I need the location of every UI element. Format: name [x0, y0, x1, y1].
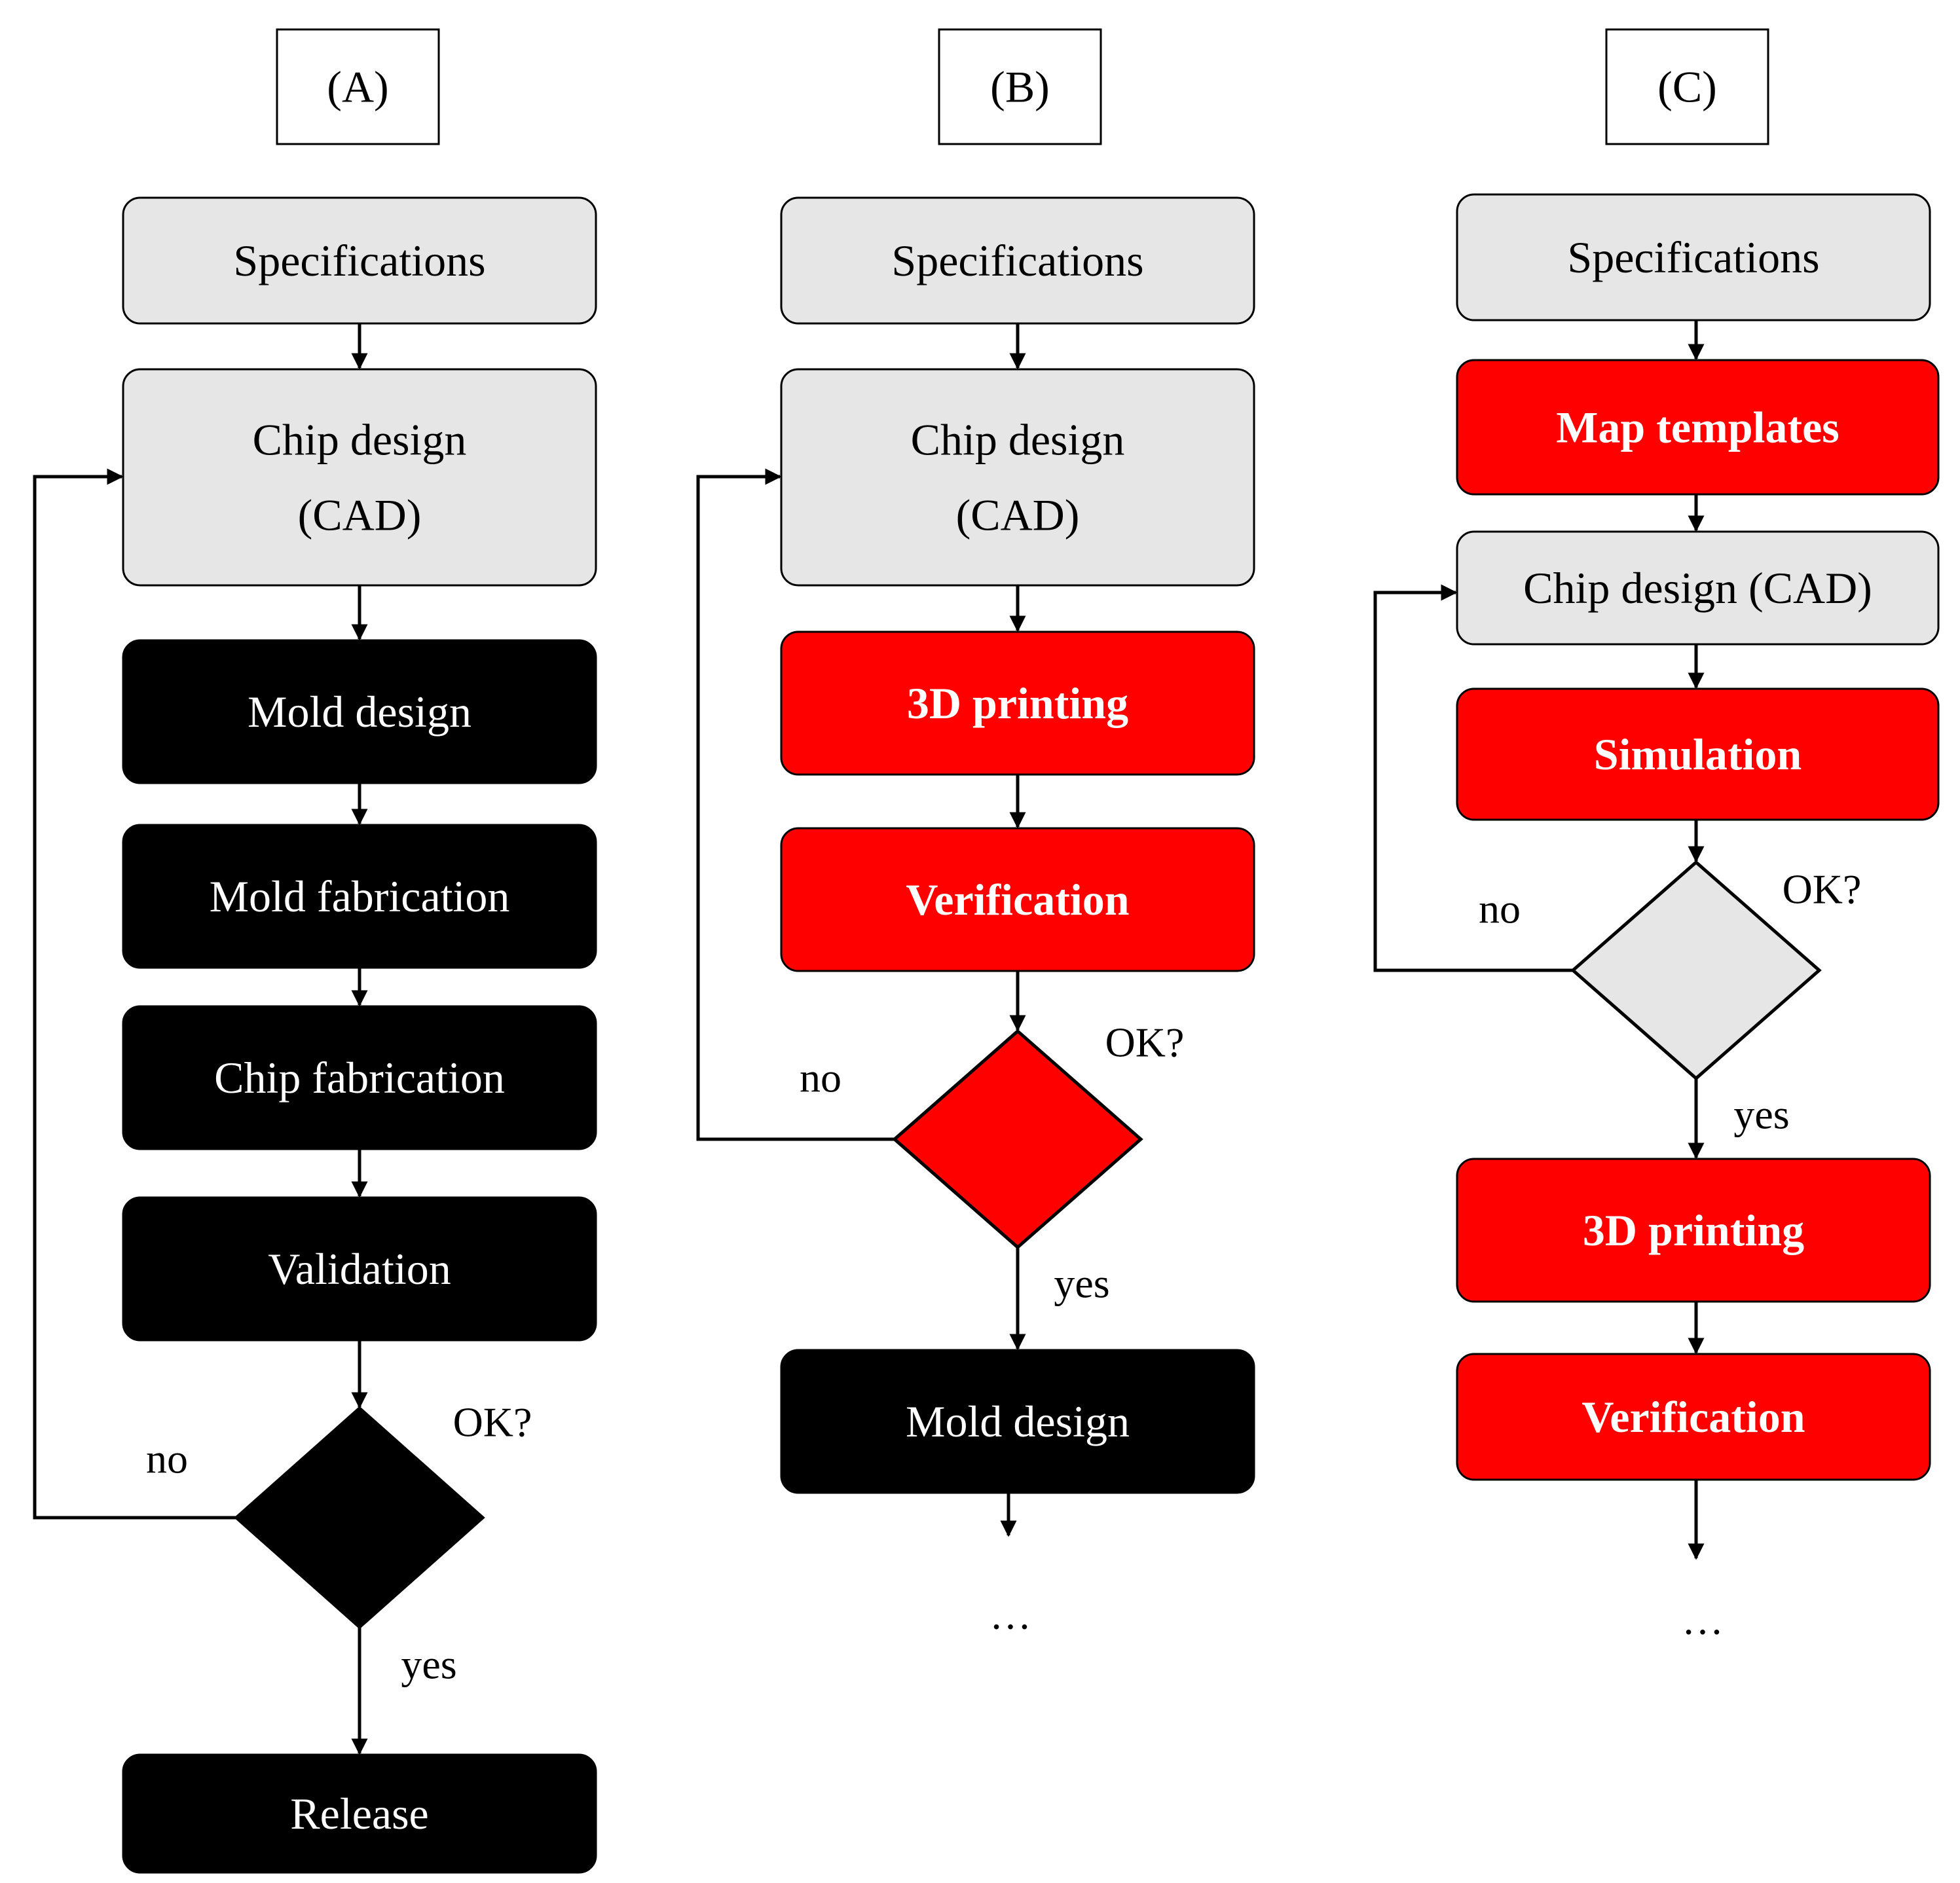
process-box-mold-design [780, 1349, 1255, 1494]
decision-no-label: no [800, 1055, 841, 1101]
process-box-cad [122, 368, 597, 587]
process-label-sim: Simulation [1594, 729, 1802, 779]
process-box-verify [1456, 1353, 1931, 1481]
process-label-mold-design: Mold design [248, 687, 472, 737]
process-box-spec [1456, 193, 1931, 321]
process-label-verify: Verification [1581, 1392, 1805, 1442]
decision-no-label: no [1479, 886, 1521, 932]
process-box-map [1456, 359, 1940, 496]
decision-diamond [234, 1406, 485, 1630]
panel-label-box [1605, 28, 1769, 145]
process-label-cad: (CAD) [956, 490, 1080, 540]
process-label-chip-fab: Chip fabrication [214, 1053, 505, 1103]
panel-label-box [938, 28, 1102, 145]
process-box-validation [122, 1196, 597, 1342]
process-label-cad: Chip design [253, 415, 467, 465]
decision-diamond [892, 1029, 1143, 1250]
process-box-spec [122, 196, 597, 325]
process-box-mold-fab [122, 824, 597, 969]
process-label-release: Release [290, 1789, 428, 1838]
decision-question: OK? [453, 1399, 532, 1446]
process-label-mold-fab: Mold fabrication [210, 871, 510, 921]
decision-question: OK? [1105, 1019, 1185, 1066]
process-box-spec [780, 196, 1255, 325]
process-box-print [1456, 1158, 1931, 1303]
panel-label: (C) [1657, 62, 1717, 112]
process-box-cad [1456, 530, 1940, 646]
process-box-verify [780, 827, 1255, 972]
process-label-cad: Chip design [911, 415, 1125, 465]
process-box-chip-fab [122, 1005, 597, 1150]
continuation-ellipsis: … [1682, 1597, 1724, 1643]
panel-label: (B) [990, 62, 1050, 112]
process-label-validation: Validation [268, 1244, 451, 1294]
process-box-sim [1456, 687, 1940, 821]
decision-yes-label: yes [1054, 1260, 1109, 1307]
process-label-verify: Verification [906, 875, 1129, 924]
feedback-arrow-no [33, 468, 236, 1520]
panel-label-box [276, 28, 440, 145]
process-label-spec: Specifications [891, 236, 1143, 285]
process-box-release [122, 1753, 597, 1874]
decision-diamond [1570, 860, 1822, 1081]
continuation-ellipsis: … [989, 1592, 1031, 1638]
process-label-print: 3D printing [907, 678, 1128, 728]
process-label-map: Map templates [1556, 403, 1839, 452]
feedback-arrow-no [696, 468, 895, 1141]
process-box-cad [780, 368, 1255, 587]
process-label-mold-design: Mold design [906, 1397, 1130, 1446]
feedback-arrow-no [1373, 584, 1573, 972]
process-label-cad: Chip design (CAD) [1523, 563, 1872, 613]
process-label-cad: (CAD) [298, 490, 422, 540]
panel-label: (A) [327, 62, 388, 112]
process-label-print: 3D printing [1583, 1205, 1804, 1255]
process-box-print [780, 631, 1255, 776]
decision-yes-label: yes [1733, 1091, 1789, 1138]
process-label-spec: Specifications [1567, 232, 1819, 282]
decision-no-label: no [146, 1436, 188, 1482]
decision-question: OK? [1783, 866, 1862, 913]
decision-yes-label: yes [401, 1641, 456, 1688]
process-label-spec: Specifications [233, 236, 485, 285]
process-box-mold-design [122, 639, 597, 784]
